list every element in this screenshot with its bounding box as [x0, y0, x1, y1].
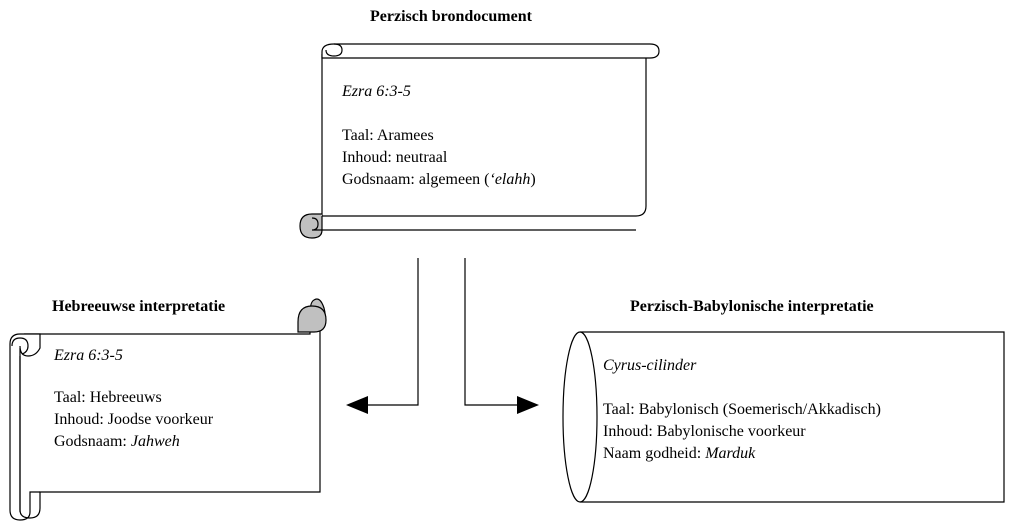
top-reference: Ezra 6:3-5: [342, 83, 411, 100]
top-godsnaam-name: ‘elahh: [489, 171, 531, 188]
top-title: Perzisch brondocument: [370, 8, 532, 25]
top-scroll-bottom-curl: [311, 217, 322, 231]
left-scroll: [9, 298, 327, 521]
top-godsnaam-prefix: Godsnaam: algemeen (: [342, 171, 490, 188]
left-godsnaam: Godsnaam: Jahweh: [54, 432, 180, 452]
left-title: Hebreeuwse interpretatie: [52, 298, 226, 315]
right-inhoud: Inhoud: Babylonische voorkeur: [603, 423, 806, 440]
left-inhoud: Inhoud: Joodse voorkeur: [54, 411, 214, 428]
right-godsnaam-prefix: Naam godheid:: [603, 445, 706, 462]
right-cylinder-body: [580, 331, 1005, 503]
right-godsnaam-name: Marduk: [705, 445, 756, 462]
top-scroll: [299, 43, 660, 239]
right-title: Perzisch-Babylonische interpretatie: [630, 298, 874, 315]
left-reference: Ezra 6:3-5: [54, 347, 123, 364]
connectors: [366, 258, 520, 406]
right-cylinder: [562, 331, 1005, 503]
top-scroll-top-roll: [321, 43, 660, 59]
top-godsnaam: Godsnaam: algemeen (‘elahh): [342, 170, 536, 190]
connector-right: [464, 258, 520, 406]
right-taal: Taal: Babylonisch (Soemerisch/Akkadisch): [603, 401, 881, 418]
right-godsnaam: Naam godheid: Marduk: [603, 444, 755, 464]
top-scroll-bottom-roll: [299, 213, 323, 239]
top-scroll-body: [321, 54, 647, 217]
top-inhoud: Inhoud: neutraal: [342, 149, 448, 166]
right-cylinder-end: [562, 331, 598, 503]
top-godsnaam-suffix: ): [530, 171, 536, 188]
connector-left: [366, 258, 419, 406]
arrow-right: [517, 396, 539, 414]
top-taal: Taal: Aramees: [342, 127, 434, 144]
left-godsnaam-prefix: Godsnaam:: [54, 433, 131, 450]
left-taal: Taal: Hebreeuws: [54, 389, 162, 406]
left-scroll-right-curl: [297, 305, 327, 333]
top-scroll-top-curl: [325, 43, 343, 57]
arrow-left: [346, 396, 368, 414]
right-reference: Cyrus-cilinder: [603, 357, 697, 374]
left-godsnaam-name: Jahweh: [130, 433, 180, 450]
